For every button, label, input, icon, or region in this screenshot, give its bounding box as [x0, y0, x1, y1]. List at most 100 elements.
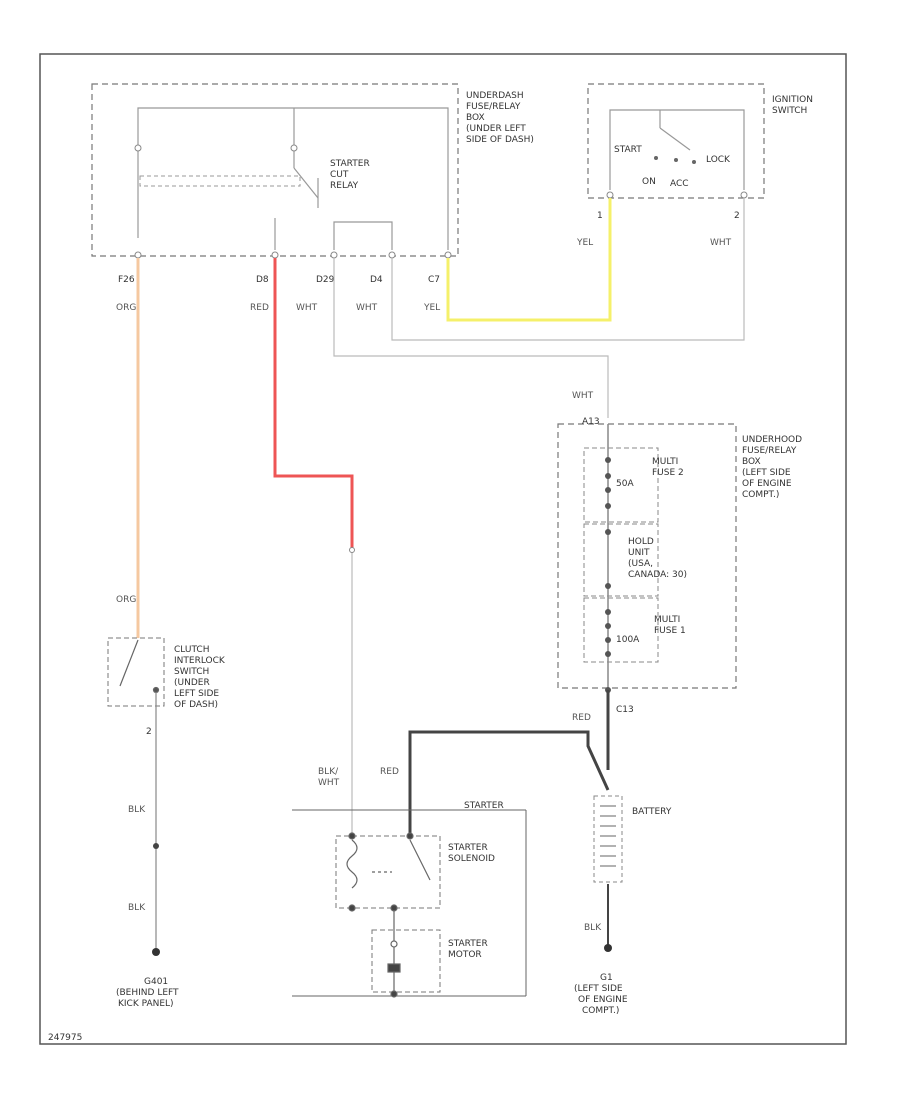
svg-text:ON: ON — [642, 177, 656, 187]
fuse2-label-2: FUSE 2 — [652, 468, 684, 478]
svg-text:D8: D8 — [256, 275, 269, 285]
starter-cut-relay-label: STARTER CUT RELAY — [330, 159, 370, 191]
starter-motor-internals — [387, 910, 401, 998]
fuse1-label-1: MULTI — [654, 615, 680, 625]
svg-text:(LEFT SIDE: (LEFT SIDE — [742, 468, 791, 478]
svg-text:WHT: WHT — [356, 303, 378, 313]
svg-text:YEL: YEL — [576, 238, 593, 248]
svg-text:(UNDER: (UNDER — [174, 678, 210, 688]
fuse1-rating: 100A — [616, 635, 640, 645]
svg-text:KICK PANEL): KICK PANEL) — [118, 999, 174, 1009]
svg-text:UNDERDASH: UNDERDASH — [466, 91, 524, 101]
svg-text:OF DASH): OF DASH) — [174, 700, 218, 710]
clutch-switch-label: CLUTCH INTERLOCK SWITCH (UNDER LEFT SIDE… — [174, 645, 226, 710]
ignition-switch-internals — [609, 109, 745, 190]
svg-text:FUSE/RELAY: FUSE/RELAY — [742, 446, 797, 456]
wire-battery-to-solenoid — [408, 730, 610, 836]
underhood-box-label: UNDERHOOD FUSE/RELAY BOX (LEFT SIDE OF E… — [742, 435, 802, 500]
ignition-switch-contacts — [654, 156, 696, 164]
clutch-wire-blk-1: BLK — [128, 805, 146, 815]
svg-text:WHT: WHT — [318, 778, 340, 788]
fuse2-label-1: MULTI — [652, 457, 678, 467]
svg-text:ORG: ORG — [116, 303, 136, 313]
battery-wire-top-label: RED — [572, 713, 591, 723]
svg-text:COMPT.): COMPT.) — [742, 490, 779, 500]
battery-symbol — [593, 795, 623, 883]
clutch-connector — [153, 843, 159, 849]
svg-text:C7: C7 — [428, 275, 440, 285]
starter-solenoid-outline — [335, 835, 441, 909]
ignition-pin-labels: 1 2 YEL WHT — [576, 211, 740, 248]
solenoid-wire-label: RED — [380, 767, 399, 777]
clutch-wire-blk-2: BLK — [128, 903, 146, 913]
svg-text:D29: D29 — [316, 275, 335, 285]
svg-text:BLK/: BLK/ — [318, 767, 339, 777]
svg-text:RED: RED — [250, 303, 269, 313]
svg-text:ACC: ACC — [670, 179, 689, 189]
svg-text:(USA,: (USA, — [628, 559, 653, 569]
battery-ground-label: G1 (LEFT SIDE OF ENGINE COMPT.) — [574, 973, 628, 1016]
svg-text:STARTER: STARTER — [330, 159, 370, 169]
svg-text:INTERLOCK: INTERLOCK — [174, 656, 226, 666]
battery-cells — [600, 805, 616, 867]
svg-text:CUT: CUT — [330, 170, 349, 180]
svg-text:1: 1 — [597, 211, 603, 221]
splice-point — [349, 547, 355, 553]
starter-cut-relay-coil — [139, 175, 301, 187]
clutch-wire-top-label: ORG — [116, 595, 136, 605]
clutch-ground-point — [152, 948, 160, 956]
svg-text:LOCK: LOCK — [706, 155, 731, 165]
diagram-frame — [39, 53, 847, 1045]
svg-text:UNIT: UNIT — [628, 548, 650, 558]
svg-text:BOX: BOX — [742, 457, 761, 467]
svg-text:YEL: YEL — [423, 303, 440, 313]
wire-red — [273, 258, 354, 548]
clutch-ground-label: G401 (BEHIND LEFT KICK PANEL) — [116, 977, 179, 1009]
svg-text:STARTER: STARTER — [448, 939, 488, 949]
underdash-internal-wiring — [137, 107, 449, 250]
underdash-terminal-ids: F26 D8 D29 D4 C7 — [118, 275, 440, 285]
wire-yellow — [446, 198, 612, 322]
svg-text:RELAY: RELAY — [330, 181, 359, 191]
starter-section-label: STARTER — [464, 801, 504, 811]
svg-text:2: 2 — [734, 211, 740, 221]
ignition-positions: START LOCK ON ACC — [614, 145, 731, 189]
svg-text:(BEHIND LEFT: (BEHIND LEFT — [116, 988, 179, 998]
hold-unit-label: HOLD UNIT (USA, CANADA: 30) — [628, 537, 687, 580]
svg-text:CLUTCH: CLUTCH — [174, 645, 209, 655]
wht-wire-label: WHT — [572, 391, 594, 401]
wire-white-d29 — [333, 258, 609, 418]
svg-text:D4: D4 — [370, 275, 383, 285]
svg-text:G1: G1 — [600, 973, 613, 983]
top-wire-color-labels: ORG RED WHT WHT YEL — [116, 303, 440, 313]
svg-text:OF ENGINE: OF ENGINE — [578, 995, 628, 1005]
starter-motor-outline — [371, 929, 441, 993]
svg-text:CANADA: 30): CANADA: 30) — [628, 570, 687, 580]
clutch-switch-outline — [107, 637, 165, 707]
battery-label: BATTERY — [632, 807, 672, 817]
svg-text:SWITCH: SWITCH — [772, 106, 807, 116]
starter-solenoid-internals — [346, 832, 431, 912]
multi-fuse-1-box — [583, 597, 659, 663]
ignition-pin-circles — [606, 191, 748, 199]
svg-text:BOX: BOX — [466, 113, 485, 123]
underhood-box-outline — [557, 423, 737, 689]
underhood-pin-top: A13 — [582, 417, 600, 427]
underdash-box-label: UNDERDASH FUSE/RELAY BOX (UNDER LEFT SID… — [466, 91, 534, 145]
svg-text:LEFT SIDE: LEFT SIDE — [174, 689, 219, 699]
clutch-pin: 2 — [146, 727, 152, 737]
svg-text:FUSE/RELAY: FUSE/RELAY — [466, 102, 521, 112]
svg-text:HOLD: HOLD — [628, 537, 654, 547]
svg-text:COMPT.): COMPT.) — [582, 1006, 619, 1016]
underhood-pin-bottom: C13 — [616, 705, 634, 715]
fuse1-label-2: FUSE 1 — [654, 626, 686, 636]
svg-text:START: START — [614, 145, 642, 155]
svg-text:SOLENOID: SOLENOID — [448, 854, 495, 864]
fuse2-rating: 50A — [616, 479, 634, 489]
svg-text:UNDERHOOD: UNDERHOOD — [742, 435, 802, 445]
starter-wire-left-label: BLK/ WHT — [318, 767, 340, 788]
svg-text:SWITCH: SWITCH — [174, 667, 209, 677]
svg-text:(LEFT SIDE: (LEFT SIDE — [574, 984, 623, 994]
wire-white-d4 — [391, 198, 745, 341]
